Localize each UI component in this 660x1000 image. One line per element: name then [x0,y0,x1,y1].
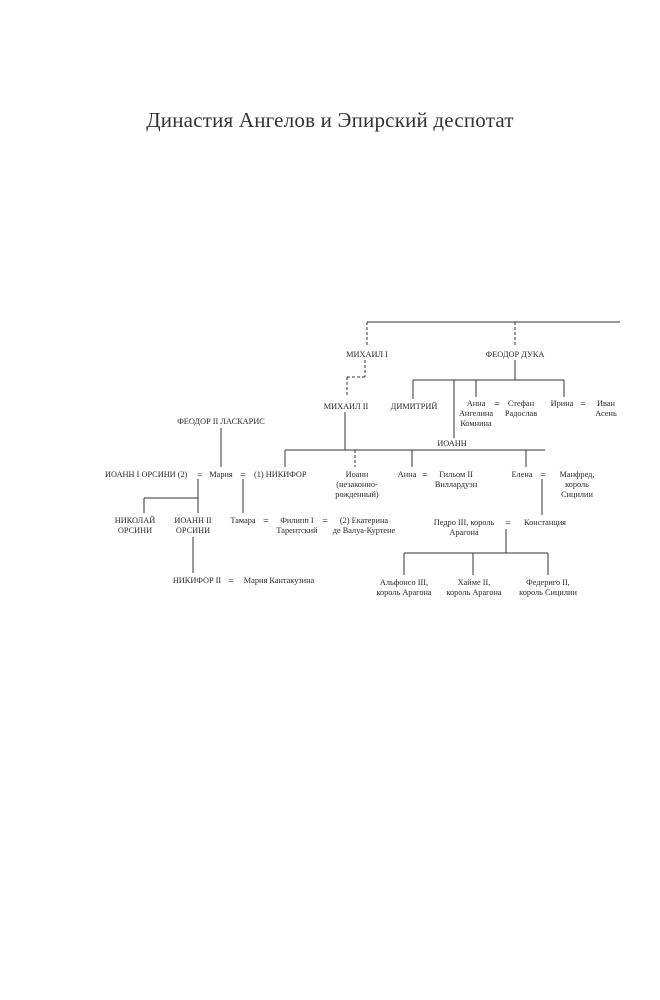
person-anna-angelina-line1: Анна [467,399,486,408]
person-ioann-orsini: ИОАНН I ОРСИНИ (2) [105,470,188,479]
person-anna-angelina-line2: Ангелина [459,409,493,418]
person-tamara: Тамара [230,516,256,525]
marriage-symbol: = [540,470,546,481]
person-federigo-line2: король Сицилии [519,588,577,597]
person-manfred-line1: Манфред, [560,470,595,479]
page-title: Династия Ангелов и Эпирский деспотат [146,108,514,132]
marriage-symbol: = [263,516,269,527]
person-feodor-duka: ФЕОДОР ДУКА [486,350,545,359]
person-ioann-2-line2: ОРСИНИ [176,526,210,535]
person-ivan-asen-line1: Иван [597,399,615,408]
marriage-symbol: = [505,518,511,529]
person-nikolai-orsini-line1: НИКОЛАЙ [115,516,156,525]
person-nikolai-orsini-line2: ОРСИНИ [118,526,152,535]
person-elena: Елена [511,470,532,479]
tree-connectors [143,321,620,575]
marriage-symbol: = [228,576,234,587]
person-nikifor-1: (1) НИКИФОР [254,470,307,479]
person-federigo-line1: Федериго II, [526,578,570,587]
person-pedro-line1: Педро III, король [434,518,495,527]
marriage-symbol: = [494,399,500,410]
person-jaime-line2: король Арагона [446,588,502,597]
person-maria-kantakuzina: Мария Кантакузина [244,576,315,585]
person-ioann-illeg-line3: рожденный) [335,490,379,499]
person-irina: Ирина [551,399,574,408]
person-philipp-line1: Филипп I [280,516,314,525]
person-ekaterina-line1: (2) Екатерина [340,516,389,525]
person-ioann-illeg-line2: (незаконно- [336,480,378,489]
person-manfred-line3: Сицилии [561,490,593,499]
person-ioann-2-line1: ИОАНН II [174,516,211,525]
person-constancia: Констанция [524,518,566,527]
person-anna-angelina-line3: Комнина [460,419,492,428]
person-mikhail-2: МИХАИЛ II [324,402,369,411]
person-ivan-asen-line2: Асень [595,409,617,418]
person-ekaterina-line2: де Валуа-Куртене [333,526,396,535]
person-stefan-line1: Стефан [508,399,535,408]
person-guillaume-line1: Гильом II [439,470,473,479]
person-manfred-line2: король [565,480,589,489]
person-alfonso-line2: король Арагона [376,588,432,597]
person-pedro-line2: Арагона [449,528,479,537]
person-ioann-illeg-line1: Иоанн [346,470,369,479]
person-nikifor-2: НИКИФОР II [173,576,222,585]
person-philipp-line2: Тарентский [276,526,318,535]
marriage-symbol: = [322,516,328,527]
person-maria: Мария [209,470,233,479]
person-guillaume-line2: Виллардуэн [435,480,478,489]
marriage-symbol: = [580,399,586,410]
person-anna: Анна [398,470,417,479]
person-mikhail-1: МИХАИЛ I [346,350,388,359]
marriage-symbol: = [422,470,428,481]
person-ioann: ИОАНН [437,439,467,448]
person-dimitry: ДИМИТРИЙ [391,402,438,411]
person-feodor-laskaris: ФЕОДОР II ЛАСКАРИС [177,417,265,426]
marriage-symbol: = [197,470,203,481]
person-alfonso-line1: Альфонсо III, [380,578,428,587]
person-stefan-line2: Радослав [505,409,537,418]
marriage-symbol: = [240,470,246,481]
person-jaime-line1: Хайме II, [458,578,491,587]
